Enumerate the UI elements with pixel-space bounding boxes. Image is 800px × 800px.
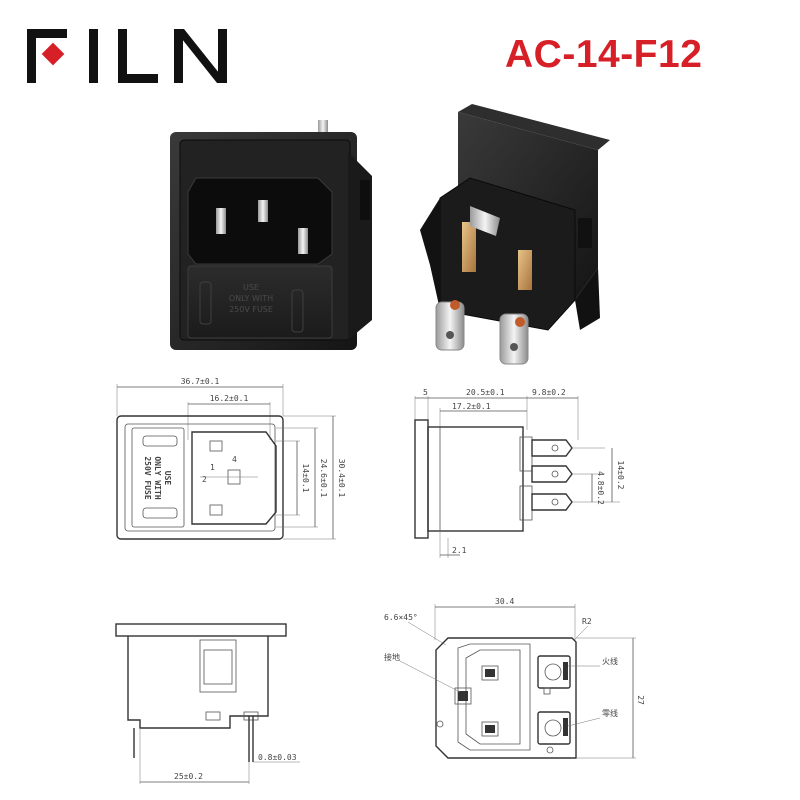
dim-rear-width: 30.4: [495, 597, 514, 606]
drawing-fuse-label-3: 250V FUSE: [143, 456, 152, 500]
bottom-view-drawing: 0.8±0.03 25±0.2: [115, 623, 300, 784]
logo-diamond-icon: [41, 42, 65, 66]
tag-neutral: 零线: [602, 708, 618, 718]
dim-label-1: 1: [210, 463, 215, 472]
dim-width-overall: 36.7±0.1: [181, 377, 220, 386]
dim-inner-width: 16.2±0.1: [210, 394, 249, 403]
dim-label-4: 4: [232, 455, 237, 464]
logo-letter-n: [174, 29, 227, 83]
logo-letter-l: [118, 29, 158, 83]
dim-height-24-6: 24.6±0.1: [319, 459, 328, 498]
dim-radius: R2: [582, 617, 592, 626]
model-title: AC-14-F12: [505, 33, 703, 76]
rear-view-drawing: 30.4 6.6×45° R2 接地 火线 零线: [384, 597, 645, 759]
brand-logo: [27, 29, 227, 83]
dim-pin-span: 14±0.2: [616, 461, 625, 490]
fuse-label-line-2: ONLY WITH: [229, 294, 273, 303]
dim-chamfer: 6.6×45°: [384, 613, 418, 622]
drawing-fuse-label-1: USE: [163, 471, 172, 486]
logo-letter-i: [89, 29, 98, 83]
dim-terminal-length: 9.8±0.2: [532, 388, 566, 397]
dim-height-14: 14±0.1: [301, 464, 310, 493]
dim-rear-height: 27: [636, 695, 645, 705]
tag-live: 火线: [602, 656, 618, 666]
dim-label-2: 2: [202, 475, 207, 484]
side-view-drawing: 5 20.5±0.1 9.8±0.2 17.2±0.1 4.8±0.2 14±0…: [414, 388, 625, 558]
dim-flange: 5: [423, 388, 428, 397]
dim-pin-thickness: 0.8±0.03: [258, 753, 297, 762]
logo-letter-f: [27, 29, 67, 83]
socket-rear-photo: [420, 104, 610, 365]
dim-bottom-body: 25±0.2: [174, 772, 203, 781]
dim-pin-pitch: 4.8±0.2: [596, 471, 605, 505]
fuse-label-line-3: 250V FUSE: [229, 305, 273, 314]
dim-body-depth: 20.5±0.1: [466, 388, 505, 397]
dim-inner-depth: 17.2±0.1: [452, 402, 491, 411]
tag-ground: 接地: [384, 652, 400, 662]
front-view-drawing: 36.7±0.1 16.2±0.1 USE ONLY WITH 250V FUS…: [116, 377, 346, 540]
socket-front-photo: USE ONLY WITH 250V FUSE: [170, 120, 372, 350]
drawing-fuse-label-2: ONLY WITH: [153, 456, 162, 500]
fuse-label-line-1: USE: [243, 283, 259, 292]
dim-height-30-4: 30.4±0.1: [337, 459, 346, 498]
dim-flange-thickness: 2.1: [452, 546, 467, 555]
